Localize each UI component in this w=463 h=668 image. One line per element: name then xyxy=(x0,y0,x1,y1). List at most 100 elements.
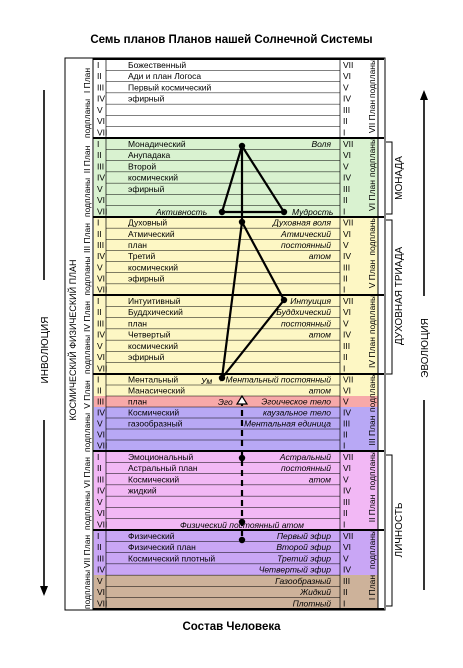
plane-band xyxy=(94,451,378,530)
plane-band xyxy=(94,217,378,295)
subplane-name-right: Буддхический xyxy=(276,307,331,317)
subplane-name: Ади и план Логоса xyxy=(128,71,201,81)
roman-left: IV xyxy=(97,94,105,104)
roman-left: V xyxy=(97,262,103,272)
subplane-name-right: постоянный xyxy=(281,463,331,473)
roman-left: II xyxy=(97,386,102,396)
subplane-name-right: Ментальная единица xyxy=(244,419,331,429)
node-dot xyxy=(280,208,288,216)
roman-right: II xyxy=(343,116,348,126)
plane-label-right: II План xyxy=(367,494,377,522)
roman-right: III xyxy=(343,341,350,351)
roman-left: III xyxy=(97,82,104,92)
roman-left: VI xyxy=(97,587,105,597)
subplanes-label-left: подпланы xyxy=(82,335,92,374)
mind-label: Ум xyxy=(200,376,212,386)
node-dot xyxy=(218,208,226,216)
subplane-name-right: Первый эфир xyxy=(277,531,331,541)
subplane-name-right: Интуиция xyxy=(290,296,331,306)
plane-band xyxy=(94,396,378,407)
roman-right: III xyxy=(343,184,350,194)
roman-left: I xyxy=(97,218,99,228)
subplane-name: Космический xyxy=(128,474,179,484)
subplane-name-right: атом xyxy=(309,251,331,261)
roman-left: VII xyxy=(97,520,107,530)
roman-right: VI xyxy=(343,386,351,396)
subplanes-label-left: подпланы xyxy=(82,570,92,609)
subplane-name: Первый космический xyxy=(128,82,212,92)
subplane-name-right: Ментальный постоянный xyxy=(226,375,332,385)
roman-left: V xyxy=(97,341,103,351)
roman-left: VII xyxy=(97,441,107,451)
roman-right: I xyxy=(343,364,345,374)
roman-right: I xyxy=(343,207,345,217)
subplane-name-right: Жидкий xyxy=(299,587,331,597)
subplane-name-right: атом xyxy=(309,386,331,396)
triad-triangle xyxy=(220,218,286,382)
roman-left: II xyxy=(97,71,102,81)
subplanes-label-right: подпланы xyxy=(367,138,377,177)
plane-label-left: III План xyxy=(82,223,92,253)
roman-right: VI xyxy=(343,307,351,317)
subplane-name-right: Газообразный xyxy=(275,576,331,586)
diagram-title: Семь планов Планов нашей Солнечной Систе… xyxy=(90,34,373,46)
roman-right: V xyxy=(343,397,349,407)
roman-right: V xyxy=(343,82,349,92)
plane-label-left: II План xyxy=(82,145,92,173)
roman-left: II xyxy=(97,542,102,552)
roman-left: IV xyxy=(97,565,105,575)
roman-left: VI xyxy=(97,273,105,283)
involution-label: ИНВОЛЮЦИЯ xyxy=(40,317,51,384)
subplane-name-right: Четвертый эфир xyxy=(259,565,332,575)
subplane-name-right: атом xyxy=(309,330,331,340)
roman-right: III xyxy=(343,497,350,507)
subplane-name: космический xyxy=(128,341,178,351)
roman-right: II xyxy=(343,273,348,283)
subplanes-label-right: подпланы xyxy=(367,373,377,412)
subplane-name: космический xyxy=(128,262,178,272)
subplanes-label-right: подпланы xyxy=(367,451,377,490)
roman-right: III xyxy=(343,105,350,115)
subplane-name: Манасический xyxy=(128,386,185,396)
roman-left: VII xyxy=(97,285,107,295)
roman-left: V xyxy=(97,184,103,194)
subplane-lines xyxy=(64,57,386,611)
node-dot xyxy=(238,518,246,526)
roman-left: II xyxy=(97,229,102,239)
roman-right: IV xyxy=(343,486,351,496)
subplane-name-right: Второй эфир xyxy=(276,542,331,552)
subplane-name: Космический xyxy=(128,408,179,418)
roman-right: V xyxy=(343,553,349,563)
subplane-name: Физический xyxy=(128,531,175,541)
roman-right: II xyxy=(343,352,348,362)
subplanes-label-right: подпланы xyxy=(367,59,377,98)
monad-bracket xyxy=(386,141,393,215)
roman-left: I xyxy=(97,139,99,149)
roman-left: III xyxy=(97,318,104,328)
roman-right: III xyxy=(343,419,350,429)
roman-right: VII xyxy=(343,531,353,541)
subplane-name-right: Плотный xyxy=(293,599,332,609)
subplane-name-right: Атмический xyxy=(280,229,331,239)
subplanes-label-left: подпланы xyxy=(82,99,92,138)
wisdom-label: Мудрость xyxy=(292,207,333,217)
roman-right: IV xyxy=(343,330,351,340)
roman-right: VII xyxy=(343,375,353,385)
node-dot xyxy=(238,218,246,226)
roman-left: IV xyxy=(97,330,105,340)
spiritual-triad-label: ДУХОВНАЯ ТРИАДА xyxy=(394,247,405,346)
evolution-label-bg xyxy=(416,296,432,400)
subplane-name: эфирный xyxy=(128,352,165,362)
personality-bracket xyxy=(386,454,393,607)
roman-right: II xyxy=(343,195,348,205)
involution-arrowhead xyxy=(40,586,48,596)
plane-band xyxy=(94,138,378,217)
roman-right: II xyxy=(343,508,348,518)
subplane-name-right: Астральный xyxy=(279,452,331,462)
subplane-name-right: Эгоическое тело xyxy=(261,397,331,407)
subplane-name: эфирный xyxy=(128,184,165,194)
subplane-name: Монадический xyxy=(128,139,186,149)
subplane-name-right: Воля xyxy=(311,139,331,149)
roman-right: I xyxy=(343,599,345,609)
plane-label-left: IV План xyxy=(82,301,92,332)
